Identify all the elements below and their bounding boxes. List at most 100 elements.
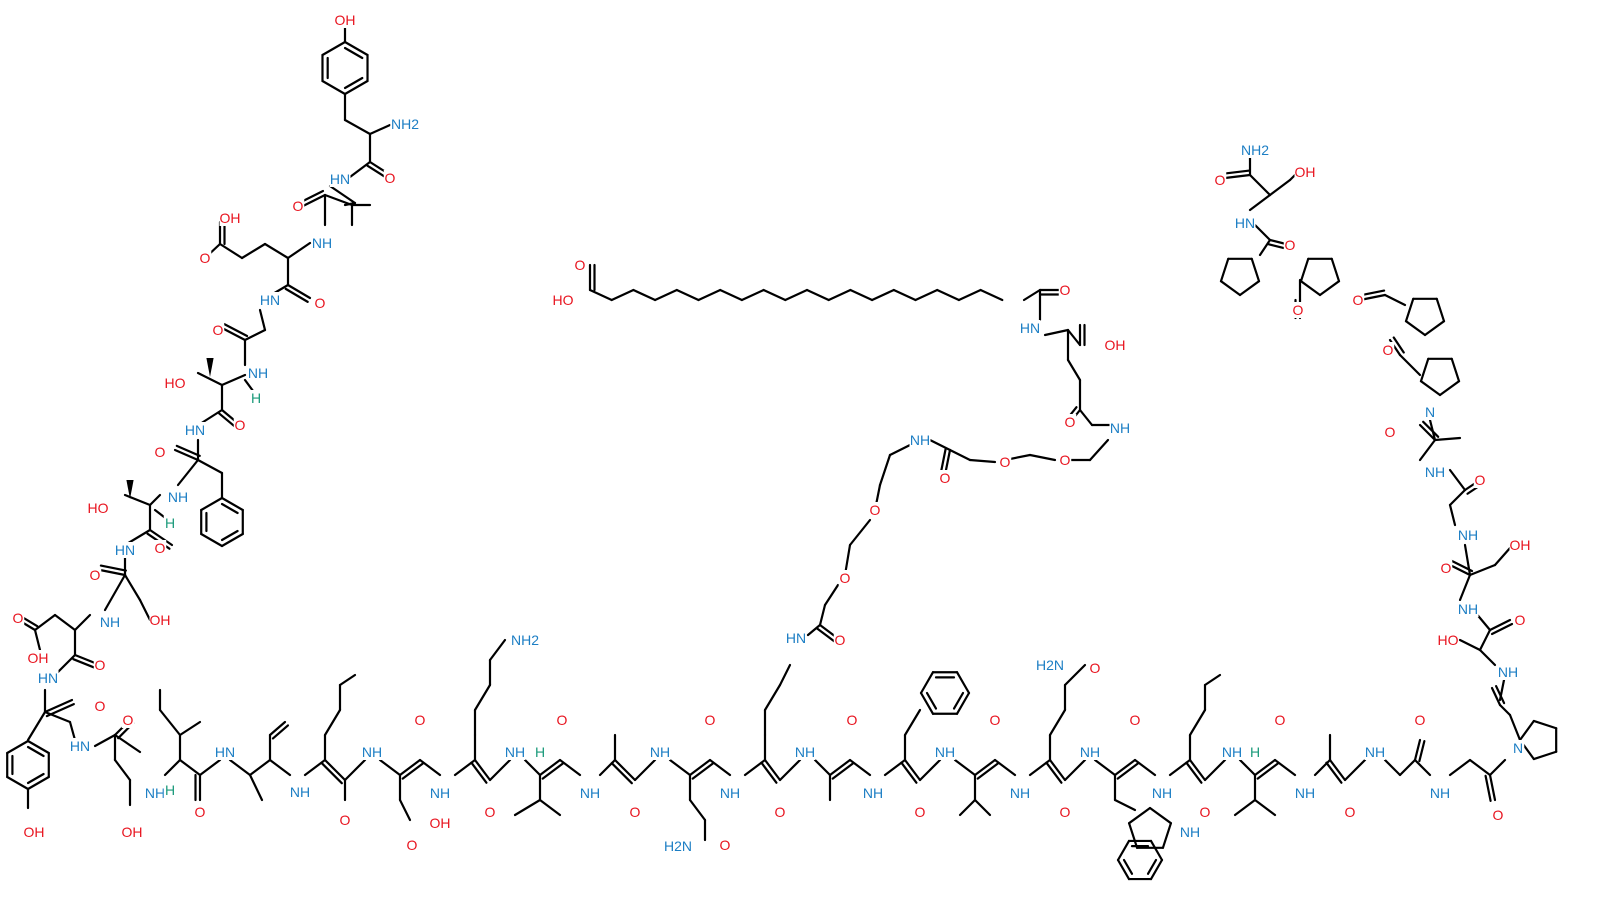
- chain-bond: [113, 733, 142, 754]
- amide-nh: NH: [1430, 785, 1450, 801]
- atom-label-background: [1291, 302, 1305, 318]
- stereo-hydrogen: H: [165, 515, 175, 531]
- stereo-wedge-bond: [126, 480, 134, 499]
- amide-nh: NH: [720, 785, 740, 801]
- fatty-chain-bond: [697, 288, 722, 302]
- stereo-hydrogen: H: [535, 744, 545, 760]
- chain-bond: [1448, 488, 1467, 507]
- atom-label-background: [259, 292, 281, 308]
- oxygen-atom: O: [847, 712, 858, 728]
- atom-label-background: [1413, 712, 1427, 728]
- chain-bond: [103, 573, 127, 612]
- chain-bond: [218, 242, 244, 260]
- atom-label-background: [913, 804, 927, 820]
- fatty-chain-bond: [805, 288, 830, 302]
- amide-nh: HN: [215, 744, 235, 760]
- indole-ring-bond: [1127, 822, 1139, 849]
- chain-bond: [240, 242, 267, 260]
- chain-bond: [903, 708, 922, 737]
- fatty-chain-bond: [719, 288, 744, 302]
- chain-bond: [1258, 238, 1272, 257]
- atom-label-background: [988, 712, 1002, 728]
- fatty-chain-bond: [936, 288, 961, 302]
- phenol-ring-bond: [26, 775, 50, 791]
- double-bond: [1325, 761, 1343, 784]
- chain-bond: [43, 710, 72, 724]
- atom-label-background: [1423, 404, 1437, 420]
- atom-label-background: [1128, 712, 1142, 728]
- chain-bond: [328, 184, 357, 205]
- oxygen-atom: O: [485, 804, 496, 820]
- single-bond: [368, 123, 392, 136]
- oxygen-atom: O: [340, 812, 351, 828]
- chain-bond: [1428, 418, 1437, 442]
- proline-ring-bond: [1250, 257, 1261, 283]
- hydroxyl-group: OH: [24, 824, 45, 840]
- double-bond: [939, 448, 947, 476]
- phenyl-ring-bond: [919, 691, 935, 715]
- oxygen-atom: O: [1060, 804, 1071, 820]
- amide-nh: HN: [1020, 320, 1040, 336]
- phenol-ring-bond: [6, 775, 30, 791]
- proline-n: N: [1513, 740, 1523, 756]
- oxygen-atom: O: [915, 804, 926, 820]
- oxygen-atom: O: [1200, 804, 1211, 820]
- chain-bond: [823, 583, 840, 607]
- double-bond: [271, 724, 290, 740]
- atom-label-background: [334, 12, 356, 28]
- atom-label-background: [1383, 424, 1397, 440]
- proline-ring-bond: [1299, 257, 1310, 283]
- double-bond: [222, 322, 249, 338]
- atom-label-background: [533, 744, 547, 760]
- atom-label-background: [313, 295, 327, 311]
- atom-label-background: [361, 744, 383, 760]
- amide-nh: NH: [248, 365, 268, 381]
- chain-bond: [123, 493, 152, 507]
- chain-bond: [1022, 288, 1042, 302]
- chain-bond: [1273, 758, 1297, 777]
- oxygen-atom: O: [200, 250, 211, 266]
- chain-bond: [1468, 563, 1497, 577]
- atom-label-background: [868, 502, 882, 518]
- amide-nh: HN: [330, 171, 350, 187]
- atom-label-background: [1273, 712, 1287, 728]
- atom-label-background: [153, 540, 167, 556]
- indole-ring-bond: [1127, 806, 1152, 825]
- chain-bond: [993, 758, 1017, 777]
- double-bond: [1223, 173, 1252, 180]
- chain-bond: [93, 733, 117, 748]
- atom-label-background: [329, 171, 351, 187]
- amide-nh: HN: [1235, 215, 1255, 231]
- hydroxyl-group: OH: [335, 12, 356, 28]
- amide-nh: NH: [1365, 744, 1385, 760]
- fatty-chain-bond: [610, 288, 635, 302]
- chain-bond: [196, 371, 224, 387]
- oxygen-atom: O: [1293, 302, 1304, 318]
- atom-label-background: [11, 610, 25, 626]
- chain-bond: [848, 758, 872, 777]
- hydroxyl-group: HO: [553, 292, 574, 308]
- atom-label-background: [833, 632, 847, 648]
- atom-label-background: [1294, 785, 1316, 801]
- double-bond: [1422, 420, 1440, 438]
- phenol-ring-bond: [343, 40, 369, 57]
- double-bond: [831, 762, 854, 780]
- oxygen-atom: O: [195, 804, 206, 820]
- proline-ring-bond: [1438, 380, 1461, 397]
- atom-label-background: [794, 744, 816, 760]
- proline-ring-bond: [1423, 320, 1446, 337]
- chain-bond: [1043, 328, 1070, 337]
- atom-label-background: [1497, 664, 1519, 680]
- atom-label-background: [504, 744, 526, 760]
- double-bond: [1488, 773, 1497, 802]
- proline-ring-bond: [1238, 280, 1261, 297]
- double-bond: [1328, 758, 1347, 782]
- chain-bond: [158, 708, 182, 737]
- atom-label-background: [289, 784, 311, 800]
- double-bond: [1045, 761, 1063, 784]
- oxygen-atom: O: [720, 837, 731, 853]
- chain-bond: [398, 798, 412, 822]
- double-bond: [1413, 738, 1422, 762]
- hydroxyl-group: OH: [28, 650, 49, 666]
- chain-bond: [558, 758, 582, 777]
